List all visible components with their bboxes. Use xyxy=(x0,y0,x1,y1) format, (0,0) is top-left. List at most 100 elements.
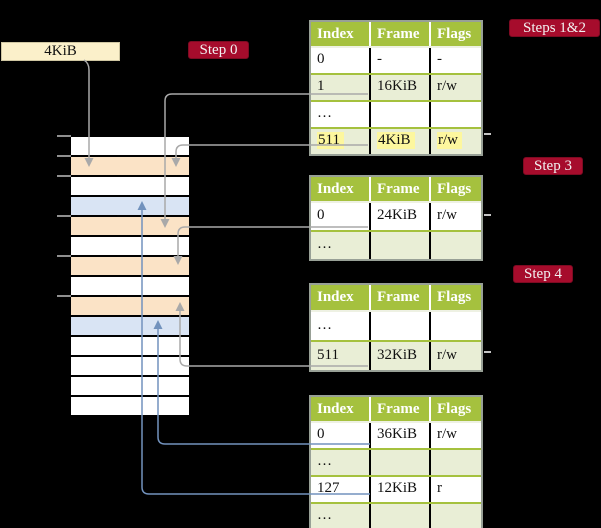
badge-step-3-label: Step 3 xyxy=(534,158,572,174)
cell-frame xyxy=(369,450,429,475)
header-frame: Frame xyxy=(369,397,429,421)
table-row: 1 16KiB r/w xyxy=(311,73,481,100)
header-index: Index xyxy=(317,289,354,305)
cell-frame xyxy=(369,312,429,340)
table-1-header-row: Index Frame Flags xyxy=(311,22,481,46)
memory-frame-blue xyxy=(71,197,189,215)
cell-flags: r/w xyxy=(429,75,481,100)
cell-flags xyxy=(429,312,481,340)
memory-frame-white xyxy=(71,177,189,195)
table-row: 127 12KiB r xyxy=(311,475,481,502)
free-frame-size-label: 4KiB xyxy=(44,43,77,59)
cell-index: … xyxy=(317,507,332,523)
frame-boundary-tick xyxy=(57,175,71,177)
badge-step-0: Step 0 xyxy=(188,41,249,59)
memory-frame-white xyxy=(71,397,189,415)
cell-frame: 16KiB xyxy=(369,75,429,100)
cell-index: … xyxy=(317,236,332,252)
cell-index: 1 xyxy=(317,78,325,94)
table-row: 0 36KiB r/w xyxy=(311,421,481,448)
free-frame-size-box: 4KiB xyxy=(1,42,120,61)
badge-steps-1-2-label: Steps 1&2 xyxy=(523,20,586,36)
frame-boundary-tick xyxy=(57,135,71,137)
header-flags: Flags xyxy=(429,397,481,421)
memory-frame-blue xyxy=(71,317,189,335)
cell-frame: 36KiB xyxy=(369,423,429,448)
memory-frame-peach xyxy=(71,297,189,315)
header-flags: Flags xyxy=(429,177,481,201)
cell-flags: - xyxy=(429,48,481,73)
header-flags: Flags xyxy=(429,285,481,310)
table-row: 511 32KiB r/w xyxy=(311,340,481,370)
table-3-header-row: Index Frame Flags xyxy=(311,285,481,310)
table-4-header-row: Index Frame Flags xyxy=(311,397,481,421)
header-frame: Frame xyxy=(369,177,429,201)
memory-frame-white xyxy=(71,377,189,395)
highlighted-value: r/w xyxy=(437,132,462,149)
header-frame: Frame xyxy=(369,22,429,46)
cell-frame: 12KiB xyxy=(369,477,429,502)
cell-flags: r/w xyxy=(429,203,481,230)
page-table-3: Index Frame Flags … 511 32KiB r/w xyxy=(309,283,483,372)
cell-frame xyxy=(369,102,429,127)
memory-frame-white xyxy=(71,237,189,255)
cell-frame: 24KiB xyxy=(369,203,429,230)
cell-flags xyxy=(429,102,481,127)
frame-boundary-tick xyxy=(57,295,71,297)
badge-steps-1-2: Steps 1&2 xyxy=(509,19,600,37)
table-row: … xyxy=(311,502,481,528)
header-index: Index xyxy=(317,181,354,197)
cell-flags: r/w xyxy=(429,342,481,370)
cell-index: … xyxy=(317,317,332,333)
header-frame: Frame xyxy=(369,285,429,310)
table-row: … xyxy=(311,230,481,259)
cell-frame xyxy=(369,504,429,528)
table-row: … xyxy=(311,100,481,127)
cell-index: … xyxy=(317,105,332,121)
table-row: 0 - - xyxy=(311,46,481,73)
badge-step-3: Step 3 xyxy=(523,157,583,175)
cell-index: 0 xyxy=(317,207,325,223)
header-flags: Flags xyxy=(429,22,481,46)
cell-flags xyxy=(429,232,481,259)
memory-frame-peach xyxy=(71,157,189,175)
frame-boundary-tick xyxy=(57,155,71,157)
cell-frame: 4KiB xyxy=(369,129,429,154)
cell-flags xyxy=(429,504,481,528)
cell-frame: 32KiB xyxy=(369,342,429,370)
cell-index: … xyxy=(317,453,332,469)
page-table-1: Index Frame Flags 0 - - 1 16KiB r/w … 51… xyxy=(309,20,483,156)
table-row: 0 24KiB r/w xyxy=(311,201,481,230)
table-row: … xyxy=(311,448,481,475)
header-index: Index xyxy=(317,26,354,42)
memory-frame-white xyxy=(71,137,189,155)
badge-step-0-label: Step 0 xyxy=(199,42,238,58)
cell-index: 127 xyxy=(317,480,340,496)
memory-frame-white xyxy=(71,337,189,355)
frame-boundary-tick xyxy=(57,215,71,217)
cell-flags: r xyxy=(429,477,481,502)
table-row: … xyxy=(311,310,481,340)
table-row-highlighted: 511 4KiB r/w xyxy=(311,127,481,154)
table-2-header-row: Index Frame Flags xyxy=(311,177,481,201)
cell-index: 0 xyxy=(317,426,325,442)
cell-flags xyxy=(429,450,481,475)
badge-step-4: Step 4 xyxy=(513,265,573,283)
highlighted-value: 4KiB xyxy=(377,132,415,149)
memory-frame-peach xyxy=(71,257,189,275)
memory-frame-white xyxy=(71,357,189,375)
memory-frame-white xyxy=(71,277,189,295)
badge-step-4-label: Step 4 xyxy=(524,266,562,282)
cell-frame: - xyxy=(369,48,429,73)
cell-index: 511 xyxy=(317,347,339,363)
cell-flags: r/w xyxy=(429,423,481,448)
memory-column xyxy=(71,137,189,417)
cell-frame xyxy=(369,232,429,259)
header-index: Index xyxy=(317,401,354,417)
cell-index: 0 xyxy=(317,51,325,67)
memory-frame-peach xyxy=(71,217,189,235)
page-table-2: Index Frame Flags 0 24KiB r/w … xyxy=(309,175,483,261)
cell-flags: r/w xyxy=(429,129,481,154)
cell-index: 511 xyxy=(311,129,369,154)
